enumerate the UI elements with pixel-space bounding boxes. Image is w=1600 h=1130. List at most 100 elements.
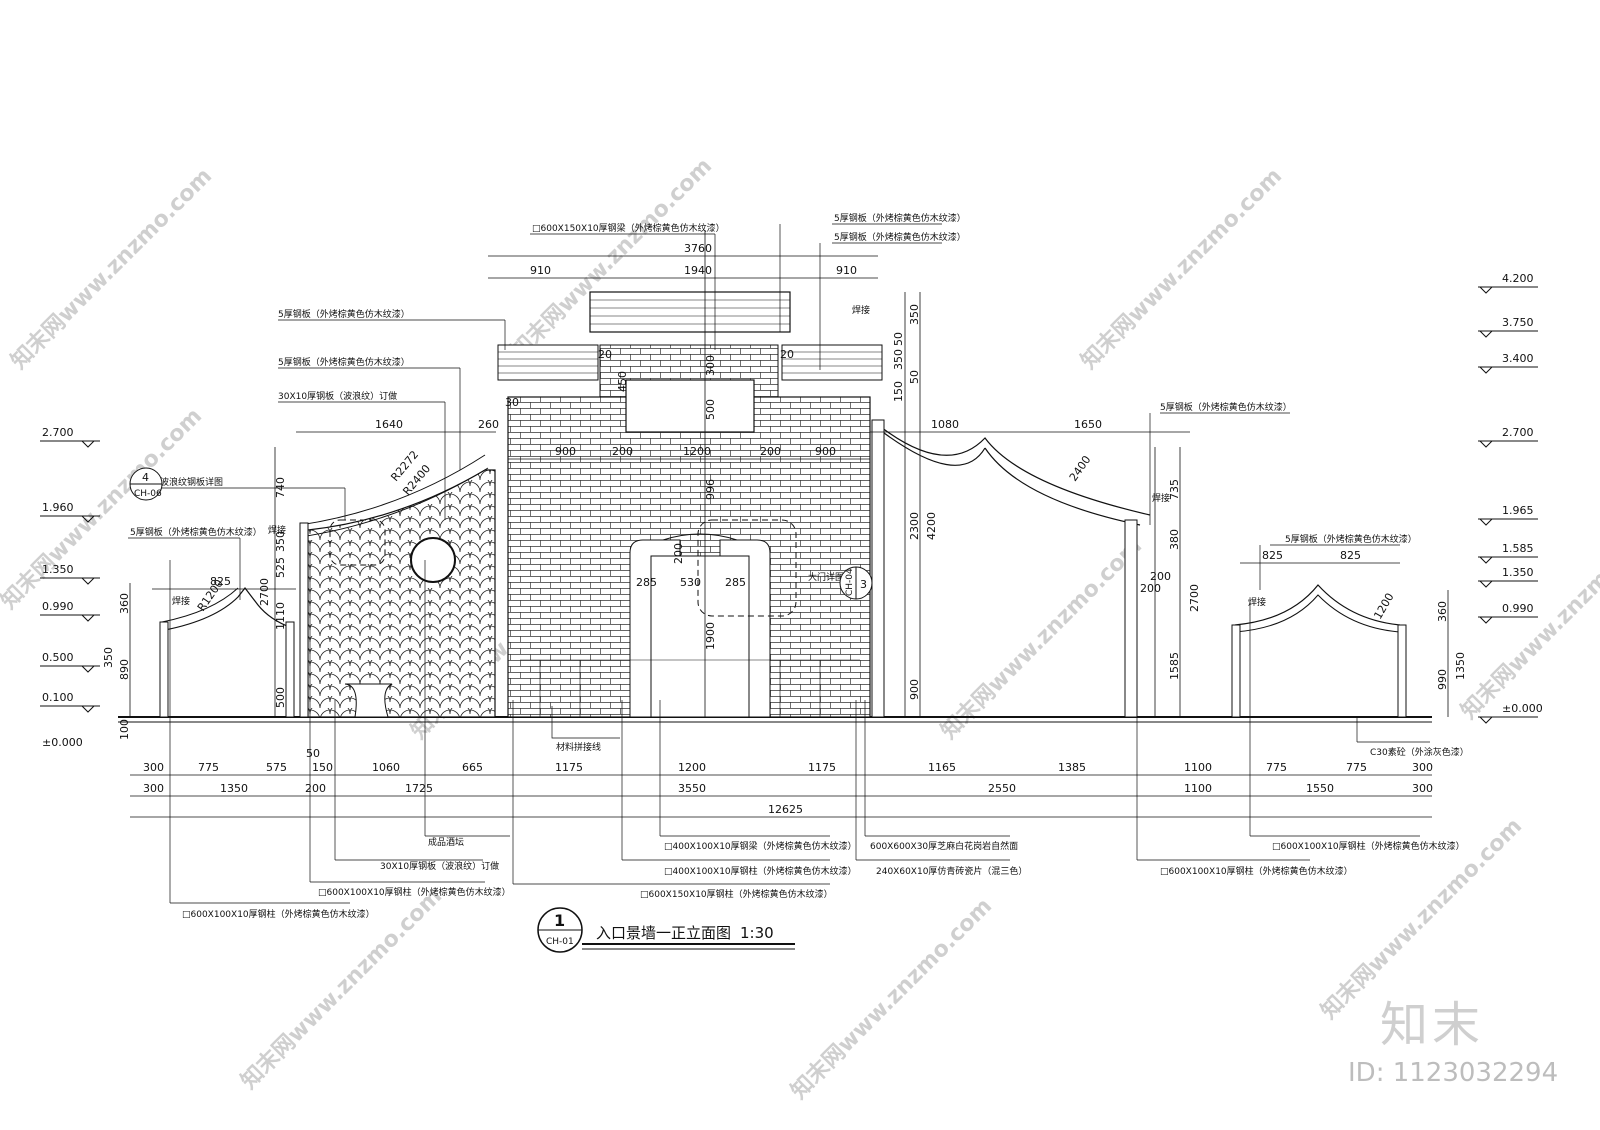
radius-label: 1200 — [1371, 591, 1396, 622]
dimension-label: 1200 — [678, 761, 706, 774]
level-label: 0.500 — [42, 651, 74, 664]
note-plate: 5厚钢板（外烤棕黄色仿木纹漆） — [130, 526, 262, 538]
watermark-text: 知末网www.znzmo.com — [1076, 163, 1287, 374]
dimension-label: 300 — [143, 761, 164, 774]
dimension-label: 900 — [908, 679, 921, 700]
drawing-scale: 1:30 — [740, 924, 774, 942]
top-panel — [625, 379, 755, 433]
note-concrete: C30素砼（外涂灰色漆） — [1370, 746, 1469, 758]
level-label: 0.100 — [42, 691, 74, 704]
drawing-title: 入口景墙一正立面图 — [596, 924, 731, 942]
dimension-label: 1080 — [931, 418, 959, 431]
dimension-label: 260 — [478, 418, 499, 431]
dimension-label: 450 — [616, 371, 629, 392]
dimension-label: 285 — [636, 576, 657, 589]
dimension-label: 1100 — [1184, 782, 1212, 795]
dimension-label: 1110 — [274, 602, 287, 630]
dimension-label: 775 — [198, 761, 219, 774]
dimension-label: 50 — [892, 332, 905, 346]
dimension-label: 200 — [1140, 582, 1161, 595]
image-id: ID: 1123032294 — [1348, 1058, 1559, 1088]
levels-left: 2.700 1.960 1.350 0.990 0.500 0.100 ±0.0… — [40, 426, 100, 749]
dimension-label: 350 — [274, 531, 287, 552]
dimension-label: 740 — [274, 477, 287, 498]
level-label: 3.750 — [1502, 316, 1534, 329]
note-pot: 成品酒坛 — [428, 836, 464, 848]
watermark-text: 知末网www.znzmo.com — [936, 533, 1147, 744]
dimension-label: 200 — [1150, 570, 1171, 583]
callout-number: 4 — [142, 471, 149, 484]
note-weld: 焊接 — [172, 595, 190, 607]
note-beam: □600X150X10厚钢柱（外烤棕黄色仿木纹漆） — [640, 888, 833, 900]
dimension-label: 1900 — [704, 622, 717, 650]
note-weld: 焊接 — [852, 304, 870, 316]
dimension-label: 200 — [612, 445, 633, 458]
dimension-label: 1175 — [808, 761, 836, 774]
dimension-label: 910 — [836, 264, 857, 277]
right-small-frame — [1231, 584, 1407, 718]
note-plate: 5厚钢板（外烤棕黄色仿木纹漆） — [1160, 401, 1292, 413]
note-material-line: 材料拼接线 — [556, 741, 601, 753]
callout-left: 4 CH-06 — [129, 467, 163, 501]
dimension-label: 200 — [305, 782, 326, 795]
level-label: 2.700 — [1502, 426, 1534, 439]
dims-top: 3760 910 1940 910 — [530, 242, 857, 277]
dims-bottom-row2: 300 1350 200 1725 3550 2550 1100 1550 30… — [143, 747, 1433, 816]
roof-cap — [589, 291, 791, 333]
dimension-label: 350 — [892, 349, 905, 370]
dimension-total: 12625 — [768, 803, 803, 816]
note-column: □400X100X10厚钢梁（外烤棕黄色仿木纹漆） — [664, 840, 857, 852]
dimension-label: 1725 — [405, 782, 433, 795]
dimension-lines — [129, 230, 1449, 818]
dims-door: 285 530 285 200 200 450 300 500 996 1900… — [505, 348, 1161, 650]
dimension-label: 775 — [1346, 761, 1367, 774]
dimension-label: 50 — [306, 747, 320, 760]
note-column: □400X100X10厚钢柱（外烤棕黄色仿木纹漆） — [664, 865, 857, 877]
dimension-label: 735 — [1168, 479, 1181, 500]
dimension-label: 350 — [102, 647, 115, 668]
callout-ref: CH-06 — [134, 489, 162, 499]
level-label: 2.700 — [42, 426, 74, 439]
left-eave — [497, 344, 599, 381]
dimension-label: 500 — [704, 399, 717, 420]
level-label: ±0.000 — [42, 736, 83, 749]
note-weld: 焊接 — [1152, 492, 1170, 504]
radius-label: R1200 — [195, 577, 226, 614]
note-wave-detail: 波浪纹钢板详图 — [160, 476, 223, 488]
note-wave-plate: 30X10厚钢板（波浪纹）订做 — [380, 860, 499, 872]
right-eave — [781, 344, 883, 381]
annotations: □600X150X10厚钢梁（外烤棕黄色仿木纹漆） 5厚钢板（外烤棕黄色仿木纹漆… — [130, 212, 1469, 920]
level-label: ±0.000 — [1502, 702, 1543, 715]
dimension-label: 525 — [274, 557, 287, 578]
dimension-label: 1200 — [683, 445, 711, 458]
level-label: 1.350 — [42, 563, 74, 576]
dimension-label: 20 — [780, 348, 794, 361]
dimension-label: 1350 — [1454, 652, 1467, 680]
dimension-label: 200 — [672, 543, 685, 564]
drawing-number: 1 — [554, 911, 565, 930]
dimension-label: 1940 — [684, 264, 712, 277]
note-column: □600X100X10厚钢柱（外烤棕黄色仿木纹漆） — [1272, 840, 1465, 852]
dimension-label: 2700 — [1188, 584, 1201, 612]
dimension-label: 996 — [704, 479, 717, 500]
dimension-label: 3760 — [684, 242, 712, 255]
dimension-label: 825 — [1340, 549, 1361, 562]
leader-lines — [128, 223, 1430, 904]
left-wave-wall — [299, 454, 496, 718]
dims-mid: 1640 260 900 200 1200 200 900 1080 1650 … — [210, 418, 1361, 588]
note-wave-plate: 30X10厚钢板（波浪纹）订做 — [278, 390, 397, 402]
dimension-label: 150 — [312, 761, 333, 774]
levels-right: 4.200 3.750 3.400 2.700 1.965 1.585 1.35… — [1478, 272, 1543, 724]
note-weld: 焊接 — [268, 524, 286, 536]
level-label: 1.350 — [1502, 566, 1534, 579]
note-beam-top: □600X150X10厚钢梁（外烤棕黄色仿木纹漆） — [532, 222, 725, 234]
brand-logo: 知末 — [1380, 997, 1485, 1053]
note-weld: 焊接 — [1248, 596, 1266, 608]
dimension-label: 50 — [908, 370, 921, 384]
dimension-label: 1550 — [1306, 782, 1334, 795]
door-detail-ref — [697, 519, 797, 617]
dimension-label: 1165 — [928, 761, 956, 774]
dimension-label: 20 — [598, 348, 612, 361]
dimension-label: 910 — [530, 264, 551, 277]
